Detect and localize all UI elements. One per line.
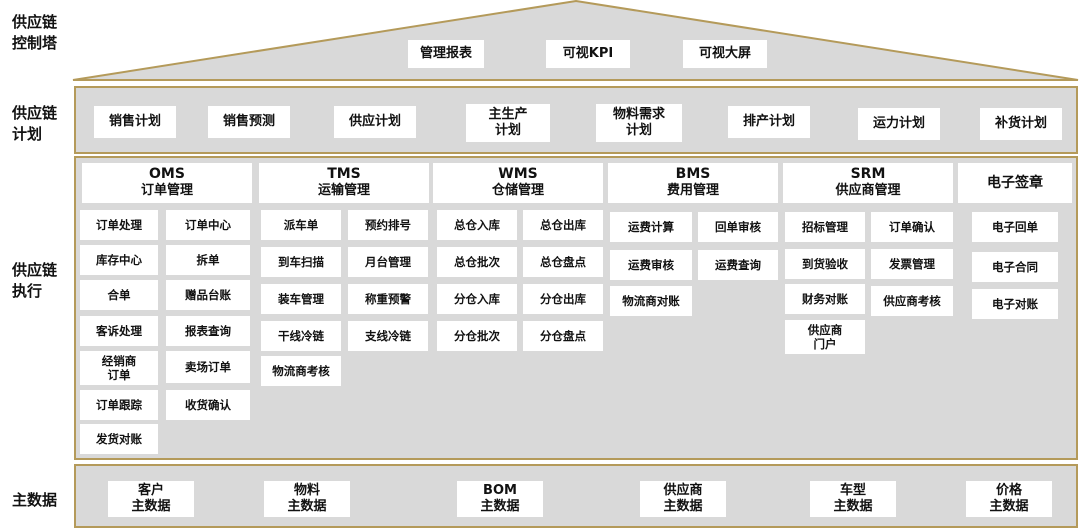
bms-item: 运费审核	[610, 250, 692, 280]
master-data-item: 客户 主数据	[108, 481, 194, 517]
oms-item: 订单跟踪	[80, 390, 158, 420]
control-tower-roof	[72, 0, 1079, 81]
bms-item: 物流商对账	[610, 286, 692, 316]
row-label-control-tower: 供应链 控制塔	[12, 13, 58, 52]
master-data-item: 价格 主数据	[966, 481, 1052, 517]
srm-item: 财务对账	[785, 284, 865, 314]
oms-item: 拆单	[166, 245, 250, 275]
control-tower-item: 可视大屏	[683, 40, 767, 68]
module-code: WMS	[498, 166, 538, 182]
module-name: 订单管理	[140, 183, 193, 198]
wms-item: 分仓批次	[437, 321, 517, 351]
wms-item: 总仓出库	[523, 210, 603, 240]
wms-item: 总仓批次	[437, 247, 517, 277]
module-header-bms: BMS 费用管理	[608, 163, 778, 203]
tms-item: 月台管理	[348, 247, 428, 277]
master-data-item: 物料 主数据	[264, 481, 350, 517]
module-header-srm: SRM 供应商管理	[783, 163, 953, 203]
wms-item: 分仓出库	[523, 284, 603, 314]
wms-item: 总仓入库	[437, 210, 517, 240]
oms-item: 订单中心	[166, 210, 250, 240]
srm-item: 到货验收	[785, 249, 865, 279]
master-data-item: 供应商 主数据	[640, 481, 726, 517]
tms-item: 支线冷链	[348, 321, 428, 351]
srm-item: 订单确认	[871, 212, 953, 242]
oms-item: 订单处理	[80, 210, 158, 240]
oms-item: 赠品台账	[166, 280, 250, 310]
planning-item: 物料需求 计划	[596, 104, 682, 142]
module-code: OMS	[149, 166, 185, 182]
tms-item: 到车扫描	[261, 247, 341, 277]
oms-item: 发货对账	[80, 424, 158, 454]
control-tower-item: 管理报表	[408, 40, 484, 68]
module-code: SRM	[850, 166, 886, 182]
tms-item: 预约排号	[348, 210, 428, 240]
module-header-tms: TMS 运输管理	[259, 163, 429, 203]
row-label-master-data: 主数据	[12, 491, 58, 509]
module-header-oms: OMS 订单管理	[82, 163, 252, 203]
planning-item: 销售预测	[208, 106, 290, 138]
module-header-esign: 电子签章	[958, 163, 1072, 203]
row-label-execution: 供应链 执行	[12, 261, 58, 300]
esign-item: 电子合同	[972, 252, 1058, 282]
oms-item: 合单	[80, 280, 158, 310]
planning-item: 运力计划	[858, 108, 940, 140]
planning-item: 主生产 计划	[466, 104, 550, 142]
planning-item: 销售计划	[94, 106, 176, 138]
control-tower-item: 可视KPI	[546, 40, 630, 68]
master-data-item: 车型 主数据	[810, 481, 896, 517]
srm-item: 供应商 门户	[785, 320, 865, 354]
oms-item: 收货确认	[166, 390, 250, 420]
tms-item: 派车单	[261, 210, 341, 240]
bms-item: 运费计算	[610, 212, 692, 242]
module-name: 供应商管理	[835, 183, 901, 198]
oms-item: 库存中心	[80, 245, 158, 275]
oms-item: 客诉处理	[80, 316, 158, 346]
tms-item: 物流商考核	[261, 356, 341, 386]
srm-item: 招标管理	[785, 212, 865, 242]
bms-item: 运费查询	[698, 250, 778, 280]
esign-item: 电子回单	[972, 212, 1058, 242]
tms-item: 称重预警	[348, 284, 428, 314]
oms-item: 经销商 订单	[80, 351, 158, 385]
tms-item: 装车管理	[261, 284, 341, 314]
module-name: 费用管理	[666, 183, 719, 198]
bms-item: 回单审核	[698, 212, 778, 242]
wms-item: 总仓盘点	[523, 247, 603, 277]
module-name: 仓储管理	[491, 183, 544, 198]
srm-item: 发票管理	[871, 249, 953, 279]
module-name: 运输管理	[317, 183, 370, 198]
tms-item: 干线冷链	[261, 321, 341, 351]
master-data-item: BOM 主数据	[457, 481, 543, 517]
row-label-planning: 供应链 计划	[12, 104, 58, 143]
esign-item: 电子对账	[972, 289, 1058, 319]
oms-item: 报表查询	[166, 316, 250, 346]
srm-item: 供应商考核	[871, 286, 953, 316]
planning-item: 补货计划	[980, 108, 1062, 140]
planning-item: 供应计划	[334, 106, 416, 138]
module-code: BMS	[675, 166, 711, 182]
module-header-wms: WMS 仓储管理	[433, 163, 603, 203]
oms-item: 卖场订单	[166, 351, 250, 383]
master-data-band	[74, 464, 1078, 528]
wms-item: 分仓入库	[437, 284, 517, 314]
module-code: TMS	[327, 166, 361, 182]
planning-item: 排产计划	[728, 106, 810, 138]
wms-item: 分仓盘点	[523, 321, 603, 351]
